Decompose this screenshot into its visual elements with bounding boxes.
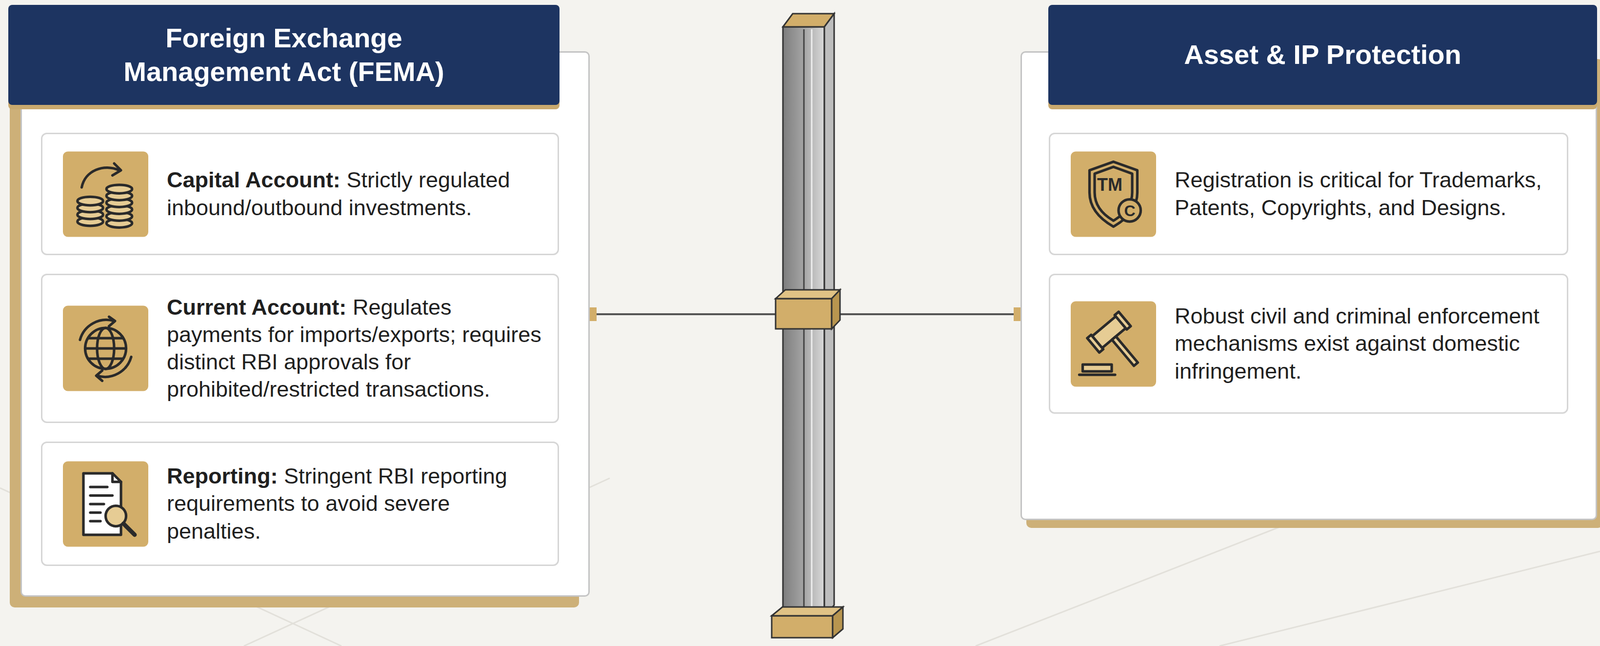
item-body: Registration is critical for Trademarks,… bbox=[1174, 167, 1542, 220]
info-box: Current Account:Regulates payments for i… bbox=[40, 273, 560, 423]
icon-tile bbox=[62, 460, 149, 547]
item-heading: Reporting: bbox=[166, 463, 278, 489]
info-box: Capital Account:Strictly regulated inbou… bbox=[40, 132, 560, 256]
item-text: Registration is critical for Trademarks,… bbox=[1174, 166, 1553, 222]
panel-header: Foreign Exchange Management Act (FEMA) bbox=[8, 4, 560, 105]
panel: Foreign Exchange Management Act (FEMA) Ca… bbox=[8, 4, 590, 597]
icon-tile: TMC bbox=[1070, 151, 1157, 237]
info-box: Robust civil and criminal enforcement me… bbox=[1048, 273, 1569, 414]
icon-tile bbox=[62, 151, 149, 237]
panel: Asset & IP ProtectionTMC Registration is … bbox=[1020, 4, 1598, 520]
shield-icon bbox=[1070, 151, 1157, 237]
item-text: Capital Account:Strictly regulated inbou… bbox=[166, 166, 543, 222]
item-heading: Current Account: bbox=[166, 294, 347, 320]
icon-mark: C bbox=[1123, 202, 1136, 219]
item-body: Robust civil and criminal enforcement me… bbox=[1174, 303, 1540, 384]
item-text: Current Account:Regulates payments for i… bbox=[166, 293, 543, 404]
coins-icon bbox=[62, 151, 149, 237]
info-box: Reporting:Stringent RBI reporting requir… bbox=[40, 441, 560, 566]
item-text: Reporting:Stringent RBI reporting requir… bbox=[166, 462, 543, 545]
gavel-icon bbox=[1070, 300, 1157, 387]
doc-icon bbox=[62, 460, 149, 547]
panel-title: Asset & IP Protection bbox=[1183, 38, 1461, 72]
item-text: Robust civil and criminal enforcement me… bbox=[1174, 302, 1553, 385]
panel-header: Asset & IP Protection bbox=[1048, 4, 1598, 105]
icon-mark: TM bbox=[1097, 175, 1123, 194]
info-box: TMC Registration is critical for Trademar… bbox=[1048, 132, 1569, 256]
icon-tile bbox=[1070, 300, 1157, 387]
globe-icon bbox=[62, 305, 149, 392]
panel-title: Foreign Exchange Management Act (FEMA) bbox=[98, 21, 470, 89]
icon-tile bbox=[62, 305, 149, 392]
item-heading: Capital Account: bbox=[166, 167, 341, 193]
